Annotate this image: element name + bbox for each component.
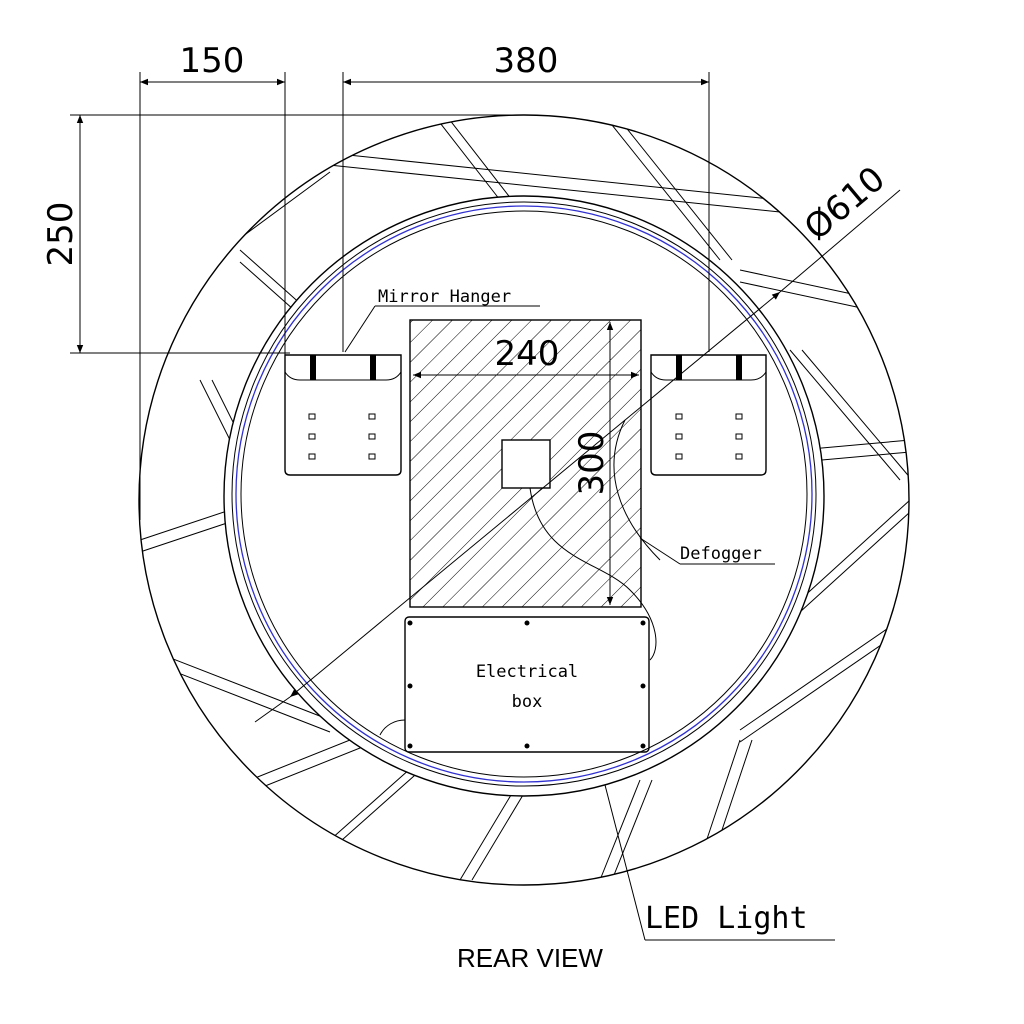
electrical-box-label-2: box <box>512 692 543 712</box>
mirror-inner-edge <box>240 210 808 778</box>
mirror-edge <box>231 201 817 787</box>
mirror-hanger-left <box>284 354 402 476</box>
dimension-250-label: 250 <box>41 202 81 267</box>
box-wire <box>379 719 406 736</box>
dimension-300-label: 300 <box>572 431 612 496</box>
defogger-connector <box>501 439 551 489</box>
led-ring <box>235 205 813 783</box>
mirror-hanger-right <box>650 354 767 476</box>
electrical-box-label: Electrical <box>476 662 578 682</box>
electrical-box: Electrical box <box>404 616 650 753</box>
dimension-380: 380 <box>342 41 710 352</box>
dimension-diameter-label: Ø610 <box>797 159 893 249</box>
defogger-callout: Defogger <box>639 537 775 565</box>
dimension-240-label: 240 <box>495 334 560 374</box>
dimension-380-label: 380 <box>494 41 559 81</box>
dimension-250: 250 <box>41 114 524 354</box>
frame-inner-edge <box>223 195 825 797</box>
mirror-hanger-callout: Mirror Hanger <box>344 287 540 353</box>
defogger-label: Defogger <box>680 544 762 564</box>
dimension-150-label: 150 <box>180 41 245 81</box>
mirror-hanger-label: Mirror Hanger <box>378 287 511 307</box>
led-light-callout: LED Light <box>604 784 835 941</box>
dimension-150: 150 <box>139 41 286 520</box>
led-light-label: LED Light <box>645 901 808 936</box>
drawing-title: REAR VIEW <box>457 943 603 973</box>
